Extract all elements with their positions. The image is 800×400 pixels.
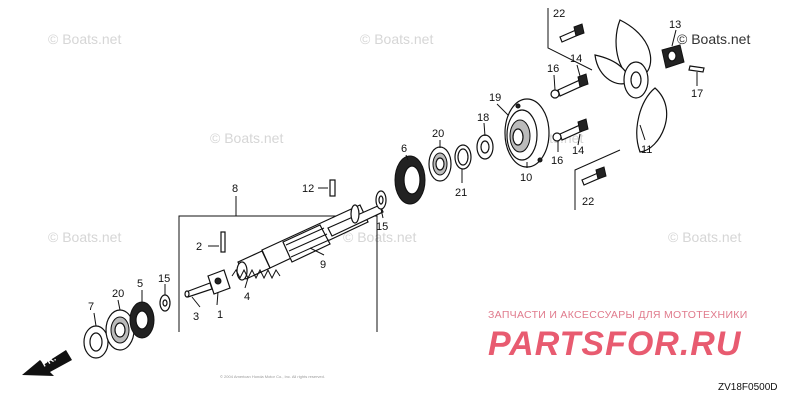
callout-20: 20 <box>432 128 444 140</box>
callout-18: 18 <box>477 112 489 124</box>
callout-8: 8 <box>232 183 238 195</box>
bearing-holder <box>504 98 550 168</box>
callout-16: 16 <box>551 155 563 167</box>
front-direction-arrow: FR. <box>22 350 72 376</box>
callout-17: 17 <box>691 88 703 100</box>
thrust-washer-15-center <box>375 190 387 210</box>
group-bracket-22-top <box>547 8 593 71</box>
pin-12 <box>318 179 336 197</box>
callout-14: 14 <box>570 53 582 65</box>
leader-lines <box>93 29 698 327</box>
callout-13: 13 <box>669 19 681 31</box>
callout-21: 21 <box>455 187 467 199</box>
bolt-14-bottom <box>552 118 589 142</box>
callout-15: 15 <box>376 221 388 233</box>
watermark: © Boats.net <box>343 229 416 245</box>
watermark: © Boats.net <box>677 31 750 47</box>
propeller <box>594 19 668 153</box>
callout-3: 3 <box>193 311 199 323</box>
watermark: © Boats.net <box>48 31 121 47</box>
clutch-shifter <box>207 269 231 295</box>
thrust-washer-15-left <box>159 294 171 312</box>
callout-6: 6 <box>401 143 407 155</box>
pin-2 <box>208 231 226 253</box>
callout-12: 12 <box>302 183 314 195</box>
watermark: © Boats.net <box>668 229 741 245</box>
callout-4: 4 <box>244 291 250 303</box>
callout-11: 11 <box>641 144 652 156</box>
callout-14: 14 <box>572 145 584 157</box>
callout-20: 20 <box>112 288 124 300</box>
copyright-text: © 2004 American Honda Motor Co., Inc. Al… <box>220 374 325 379</box>
callout-22: 22 <box>553 8 565 20</box>
watermark: © Boats.net <box>48 229 121 245</box>
callout-19: 19 <box>489 92 501 104</box>
reverse-gear <box>129 301 155 339</box>
washer-21 <box>454 144 472 170</box>
callout-7: 7 <box>88 301 94 313</box>
propeller-shaft <box>236 204 384 281</box>
bolt-22-top <box>559 23 585 43</box>
callout-9: 9 <box>320 259 326 271</box>
shift-rod <box>184 282 213 298</box>
oil-seal-18 <box>476 134 494 160</box>
bolt-14-top <box>550 73 589 99</box>
thrust-washer-7 <box>83 325 109 359</box>
callout-16: 16 <box>547 63 559 75</box>
shop-brand-logo: PARTSFOR.RU <box>488 325 742 363</box>
callout-5: 5 <box>137 278 143 290</box>
cotter-pin-17 <box>688 65 705 73</box>
shaft-spring <box>231 268 281 280</box>
watermark: © Boats.net <box>210 130 283 146</box>
callout-15: 15 <box>158 273 170 285</box>
watermark: © Boats.net <box>360 31 433 47</box>
group-bracket-22-bottom <box>574 149 621 210</box>
callout-22: 22 <box>582 196 594 208</box>
forward-gear <box>394 155 426 205</box>
bolt-22-bottom <box>581 166 607 186</box>
shop-caption: ЗАПЧАСТИ И АКСЕССУАРЫ ДЛЯ МОТОТЕХНИКИ <box>488 309 748 321</box>
callout-2: 2 <box>196 241 202 253</box>
callout-10: 10 <box>520 172 532 184</box>
propeller-nut <box>661 44 685 69</box>
bearing-20-left <box>105 309 135 351</box>
bearing-20-center <box>428 146 452 182</box>
callout-1: 1 <box>217 309 223 321</box>
diagram-code: ZV18F0500D <box>718 382 777 393</box>
